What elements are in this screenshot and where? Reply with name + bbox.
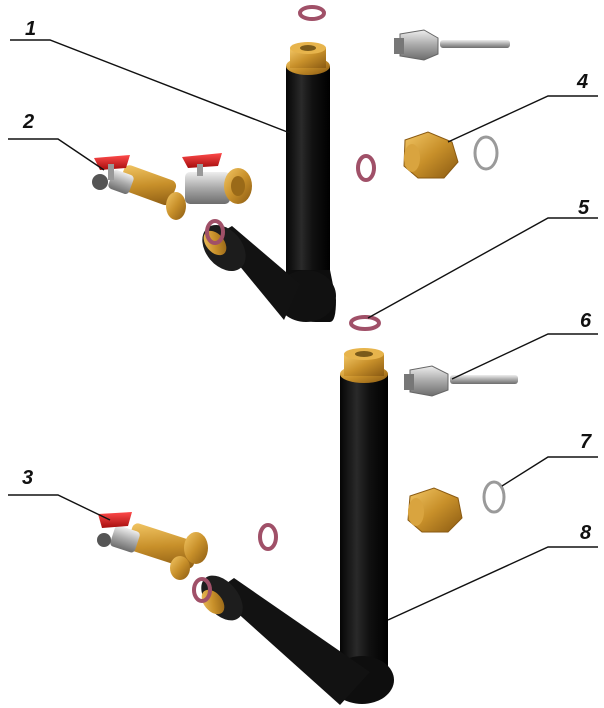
gasket-valve-2 <box>205 219 225 245</box>
leader-8 <box>387 546 598 621</box>
callout-label-8: 8 <box>580 522 592 544</box>
callout-label-6: 6 <box>580 310 592 332</box>
leader-lines <box>8 39 598 621</box>
callout-label-3: 3 <box>22 467 34 489</box>
leader-7 <box>501 456 598 487</box>
sensor-bolt-lower <box>404 365 518 397</box>
callout-label-1: 1 <box>25 18 37 40</box>
valve-assembly-3 <box>97 512 208 580</box>
callout-label-2: 2 <box>23 111 35 133</box>
leader-3 <box>8 494 111 521</box>
callout-label-4: 4 <box>577 71 589 93</box>
leader-2 <box>8 138 105 171</box>
gasket-upper-middle <box>356 154 376 182</box>
callout-label-5: 5 <box>578 197 590 219</box>
leader-4 <box>447 95 598 143</box>
gasket-top <box>298 5 326 21</box>
pipe-1-upper <box>202 42 336 322</box>
gasket-lower-middle <box>258 523 278 551</box>
o-ring-upper <box>473 135 499 171</box>
callout-label-7: 7 <box>580 431 592 453</box>
pipe-8-lower <box>201 348 394 705</box>
gasket-5 <box>349 315 381 331</box>
union-nut-lower <box>407 487 463 533</box>
gasket-valve-3 <box>192 577 212 603</box>
leader-6 <box>451 333 598 380</box>
valve-assembly-2 <box>92 153 252 220</box>
o-ring-7 <box>482 480 506 514</box>
leader-1 <box>10 39 291 134</box>
union-nut-upper <box>403 131 459 179</box>
leader-5 <box>367 217 598 319</box>
sensor-bolt-upper <box>394 29 510 61</box>
